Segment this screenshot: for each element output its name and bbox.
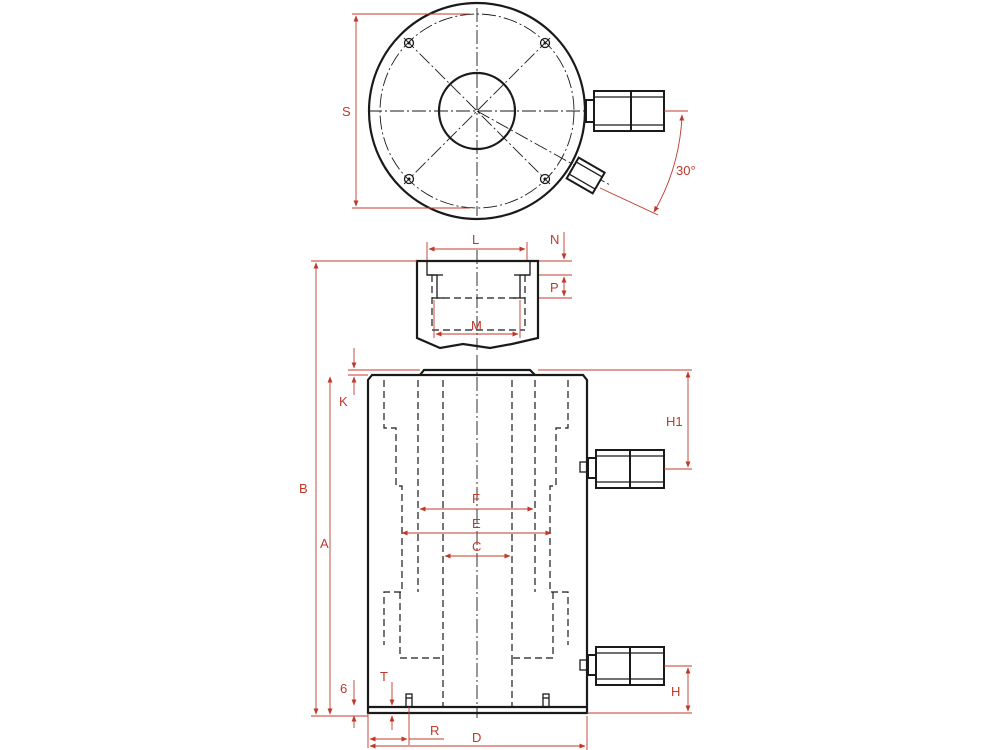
- port-lower: [579, 646, 665, 686]
- label-S: S: [342, 104, 351, 119]
- label-K: K: [339, 394, 348, 409]
- label-H1: H1: [666, 414, 683, 429]
- label-L: L: [472, 232, 479, 247]
- saddle-detail: L N P M: [415, 232, 572, 350]
- label-T: T: [380, 669, 388, 684]
- coupler-angled: [565, 156, 607, 195]
- dimension-angle: [653, 114, 685, 213]
- bolt-hole: [403, 173, 415, 185]
- bolt-hole: [539, 173, 551, 185]
- diagonal-centerline-1: [403, 37, 551, 185]
- base-studs: [405, 693, 550, 708]
- label-M: M: [471, 318, 482, 333]
- label-F: F: [472, 491, 480, 506]
- internal-hidden-lines: [383, 380, 569, 707]
- label-R: R: [430, 723, 439, 738]
- port-upper: [579, 449, 665, 489]
- coupler-top-right: [585, 90, 665, 132]
- label-N: N: [550, 232, 559, 247]
- saddle-outline: [415, 259, 540, 350]
- bolt-hole: [403, 37, 415, 49]
- bolt-holes: [403, 37, 551, 185]
- label-6: 6: [340, 681, 347, 696]
- label-angle: 30°: [676, 163, 696, 178]
- diagonal-centerline-2: [403, 37, 551, 185]
- top-view: S 30°: [342, 1, 696, 221]
- label-A: A: [320, 536, 329, 551]
- front-view: K B A 6 H1 H F E C T: [299, 260, 692, 750]
- label-P: P: [550, 280, 559, 295]
- label-B: B: [299, 481, 308, 496]
- coupler-axis-30: [476, 110, 611, 186]
- label-C: C: [472, 539, 481, 554]
- bolt-hole: [539, 37, 551, 49]
- plunger-top: [419, 368, 536, 376]
- saddle-groove: [426, 261, 531, 299]
- label-H: H: [671, 684, 680, 699]
- label-E: E: [472, 516, 481, 531]
- label-D: D: [472, 730, 481, 745]
